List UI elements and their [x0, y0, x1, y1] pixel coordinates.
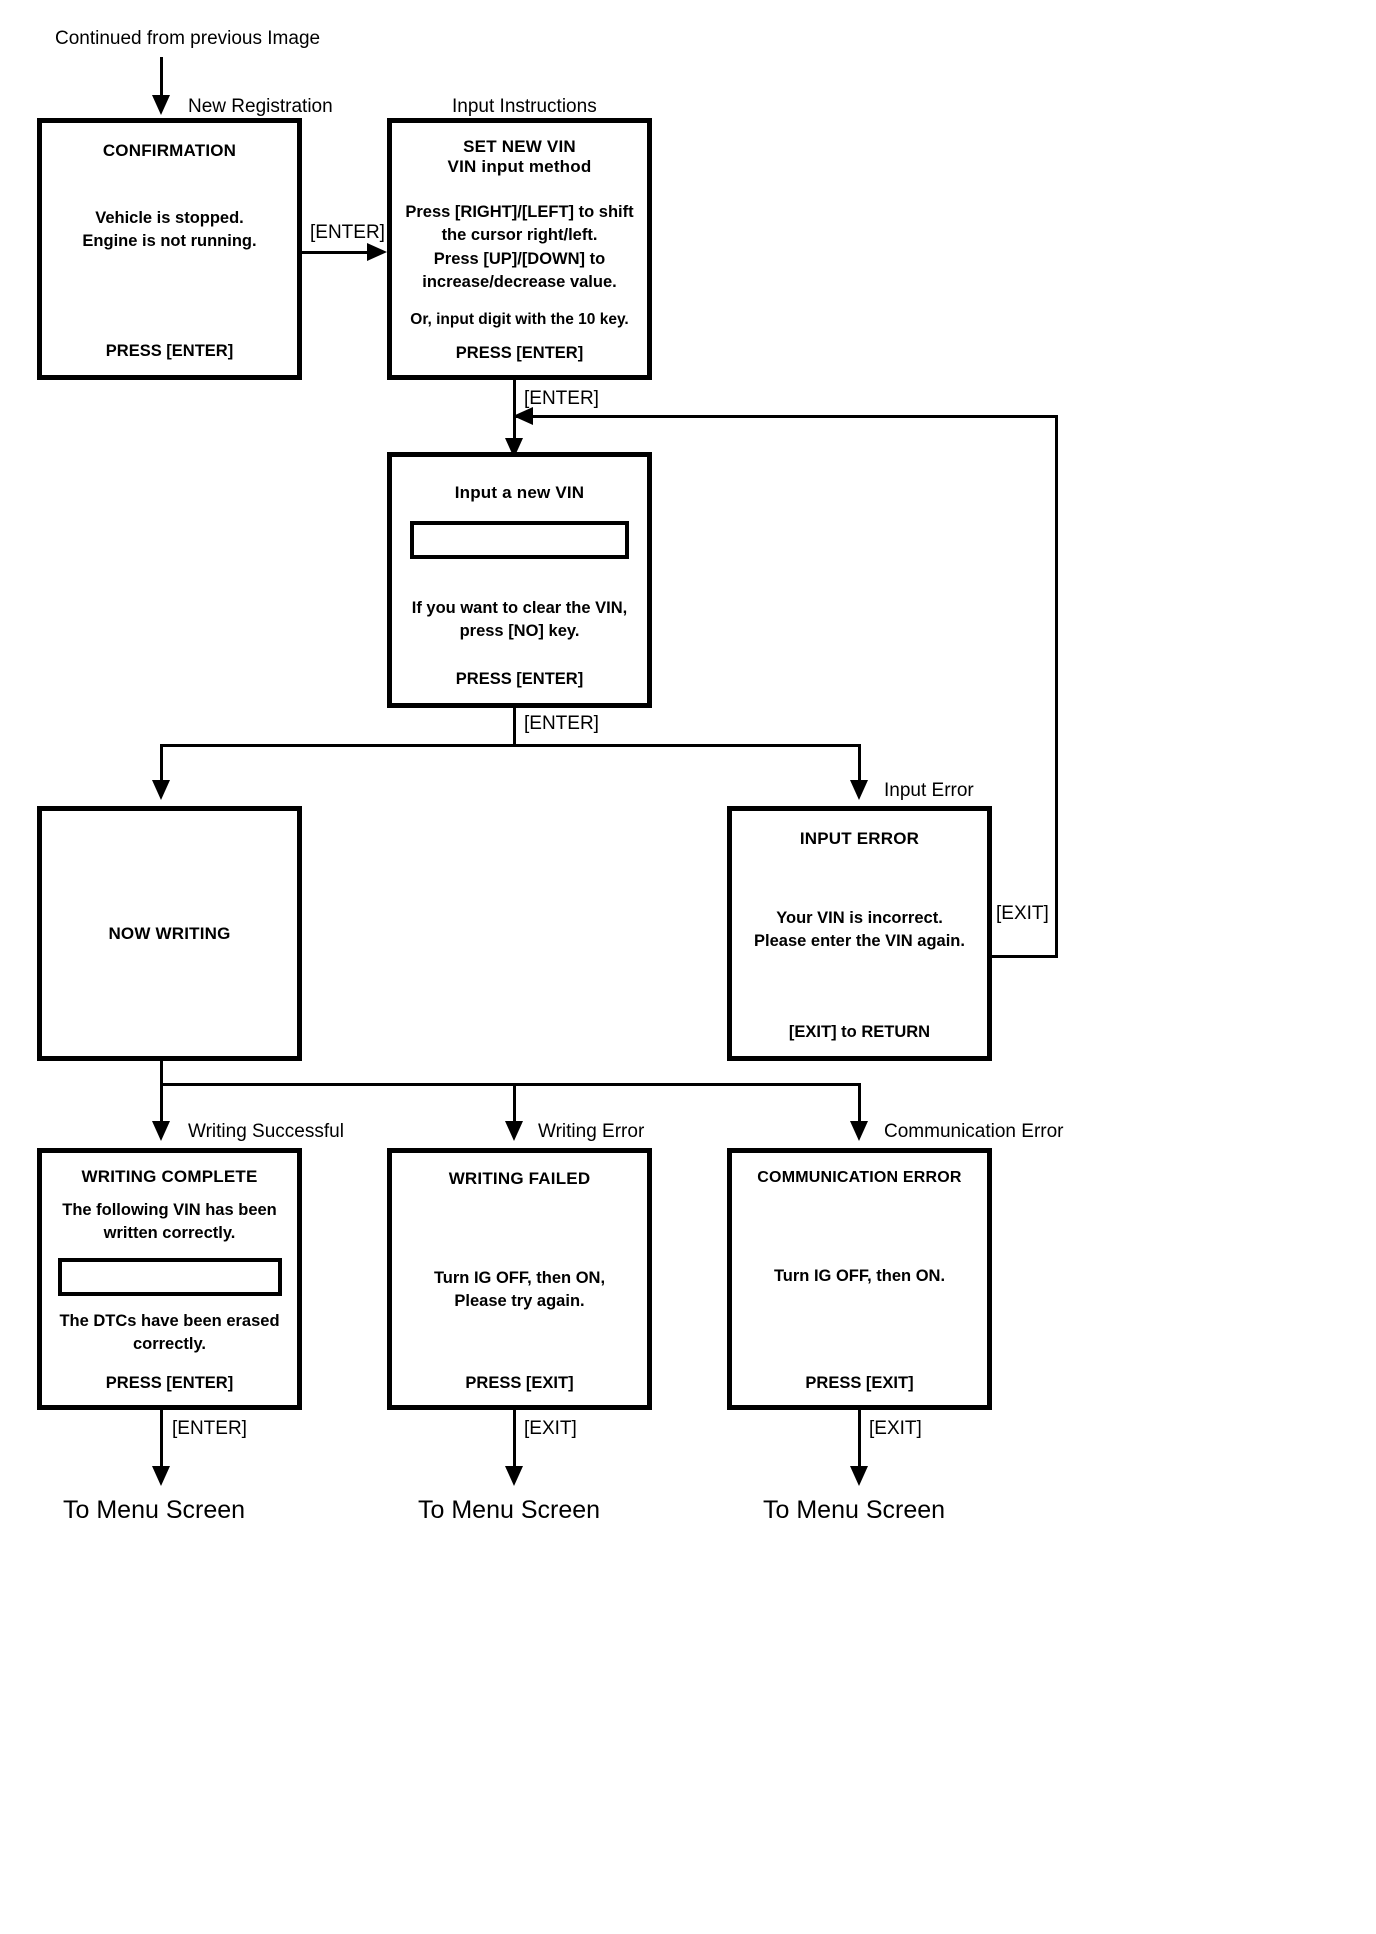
- caption-writing-successful: Writing Successful: [188, 1121, 344, 1142]
- loopback-arrow-head: [513, 407, 533, 425]
- screen-confirmation[interactable]: CONFIRMATION Vehicle is stopped. Engine …: [37, 118, 302, 380]
- communication-error-line-1: Turn IG OFF, then ON.: [773, 1267, 946, 1285]
- branch-communication-error-arrow: [850, 1121, 868, 1141]
- written-vin-field: [57, 1257, 282, 1296]
- exit-writing-failed-line: [513, 1410, 516, 1476]
- edge-label-enter-3: [ENTER]: [524, 713, 599, 734]
- caption-communication-error: Communication Error: [884, 1121, 1064, 1142]
- edge-label-enter-1: [ENTER]: [310, 222, 385, 243]
- input-new-vin-title: Input a new VIN: [454, 483, 585, 502]
- writing-complete-title: WRITING COMPLETE: [81, 1167, 258, 1186]
- confirmation-title: CONFIRMATION: [102, 141, 237, 160]
- exit-writing-complete-line: [160, 1410, 163, 1476]
- screen-set-new-vin[interactable]: SET NEW VIN VIN input method Press [RIGH…: [387, 118, 652, 380]
- input-new-vin-footer: PRESS [ENTER]: [455, 670, 584, 688]
- set-new-vin-title-1: SET NEW VIN: [463, 137, 576, 156]
- input-error-line-1: Your VIN is incorrect.: [776, 909, 943, 927]
- writing-failed-line-1: Turn IG OFF, then ON,: [433, 1269, 606, 1287]
- vin-input-field[interactable]: [410, 521, 629, 559]
- terminal-to-menu-screen-1: To Menu Screen: [63, 1496, 246, 1524]
- now-writing-title: NOW WRITING: [108, 923, 231, 943]
- branch-input-error-line: [858, 744, 861, 790]
- branch-now-writing-line: [160, 744, 163, 790]
- input-new-vin-line-2: press [NO] key.: [459, 622, 580, 641]
- now-writing-stem-line: [160, 1061, 163, 1085]
- edge-label-enter-complete: [ENTER]: [172, 1418, 247, 1439]
- writing-complete-line-4: correctly.: [132, 1335, 207, 1354]
- screen-communication-error[interactable]: COMMUNICATION ERROR Turn IG OFF, then ON…: [727, 1148, 992, 1410]
- loopback-vertical-line: [1055, 415, 1058, 955]
- edge-label-enter-2: [ENTER]: [524, 388, 599, 409]
- communication-error-footer: PRESS [EXIT]: [805, 1374, 914, 1392]
- writing-failed-title: WRITING FAILED: [448, 1169, 591, 1188]
- set-new-vin-footer: PRESS [ENTER]: [455, 344, 584, 362]
- screen-input-error[interactable]: INPUT ERROR Your VIN is incorrect. Pleas…: [727, 806, 992, 1061]
- split-bus-line: [160, 744, 860, 747]
- continued-from-previous-label: Continued from previous Image: [55, 28, 321, 49]
- edge-label-exit-loop: [EXIT]: [996, 903, 1049, 924]
- writing-complete-line-3: The DTCs have been erased: [59, 1311, 280, 1330]
- edge-label-exit-failed: [EXIT]: [524, 1418, 577, 1439]
- set-new-vin-line-1: Press [RIGHT]/[LEFT] to shift: [405, 203, 634, 221]
- screen-writing-complete[interactable]: WRITING COMPLETE The following VIN has b…: [37, 1148, 302, 1410]
- communication-error-title: COMMUNICATION ERROR: [757, 1169, 962, 1186]
- caption-new-registration: New Registration: [188, 96, 333, 117]
- set-new-vin-line-3: Press [UP]/[DOWN] to: [433, 249, 606, 268]
- confirmation-line-1: Vehicle is stopped.: [95, 209, 244, 227]
- outcome-bus-line: [160, 1083, 860, 1086]
- branch-writing-failed-arrow: [505, 1121, 523, 1141]
- branch-input-error-arrow: [850, 780, 868, 800]
- caption-input-instructions: Input Instructions: [452, 96, 597, 117]
- edge-confirmation-to-setvin-line: [302, 251, 370, 254]
- set-new-vin-line-4: increase/decrease value.: [422, 273, 617, 292]
- set-new-vin-line-5: Or, input digit with the 10 key.: [410, 310, 629, 328]
- writing-complete-line-1: The following VIN has been: [62, 1201, 277, 1219]
- branch-writing-failed-line: [513, 1083, 516, 1129]
- set-new-vin-line-2: the cursor right/left.: [441, 226, 598, 245]
- branch-writing-complete-line: [160, 1083, 163, 1129]
- input-error-title: INPUT ERROR: [799, 829, 920, 848]
- caption-input-error: Input Error: [884, 780, 974, 801]
- branch-now-writing-arrow: [152, 780, 170, 800]
- set-new-vin-title-2: VIN input method: [447, 157, 592, 176]
- screen-writing-failed[interactable]: WRITING FAILED Turn IG OFF, then ON, Ple…: [387, 1148, 652, 1410]
- edge-label-exit-comm: [EXIT]: [869, 1418, 922, 1439]
- loopback-horizontal-line: [513, 415, 1058, 418]
- exit-communication-error-arrow: [850, 1466, 868, 1486]
- exit-writing-failed-arrow: [505, 1466, 523, 1486]
- terminal-to-menu-screen-2: To Menu Screen: [418, 1496, 601, 1524]
- screen-now-writing[interactable]: NOW WRITING: [37, 806, 302, 1061]
- input-error-line-2: Please enter the VIN again.: [754, 932, 965, 951]
- confirmation-footer: PRESS [ENTER]: [105, 342, 234, 360]
- confirmation-line-2: Engine is not running.: [82, 232, 257, 251]
- input-error-footer: [EXIT] to RETURN: [788, 1023, 931, 1041]
- caption-writing-error: Writing Error: [538, 1121, 645, 1142]
- writing-complete-footer: PRESS [ENTER]: [105, 1374, 234, 1392]
- entry-arrow-head: [152, 95, 170, 115]
- entry-connector-line: [160, 57, 163, 107]
- branch-writing-complete-arrow: [152, 1121, 170, 1141]
- writing-failed-footer: PRESS [EXIT]: [465, 1374, 574, 1392]
- exit-communication-error-line: [858, 1410, 861, 1476]
- writing-failed-line-2: Please try again.: [454, 1292, 585, 1311]
- input-new-vin-line-1: If you want to clear the VIN,: [411, 599, 628, 617]
- branch-communication-error-line: [858, 1083, 861, 1129]
- screen-input-new-vin[interactable]: Input a new VIN If you want to clear the…: [387, 452, 652, 708]
- edge-confirmation-to-setvin-arrow: [367, 243, 387, 261]
- terminal-to-menu-screen-3: To Menu Screen: [763, 1496, 946, 1524]
- writing-complete-line-2: written correctly.: [103, 1224, 236, 1243]
- edge-input-error-exit-line: [990, 955, 1058, 958]
- split-stem-line: [513, 708, 516, 746]
- exit-writing-complete-arrow: [152, 1466, 170, 1486]
